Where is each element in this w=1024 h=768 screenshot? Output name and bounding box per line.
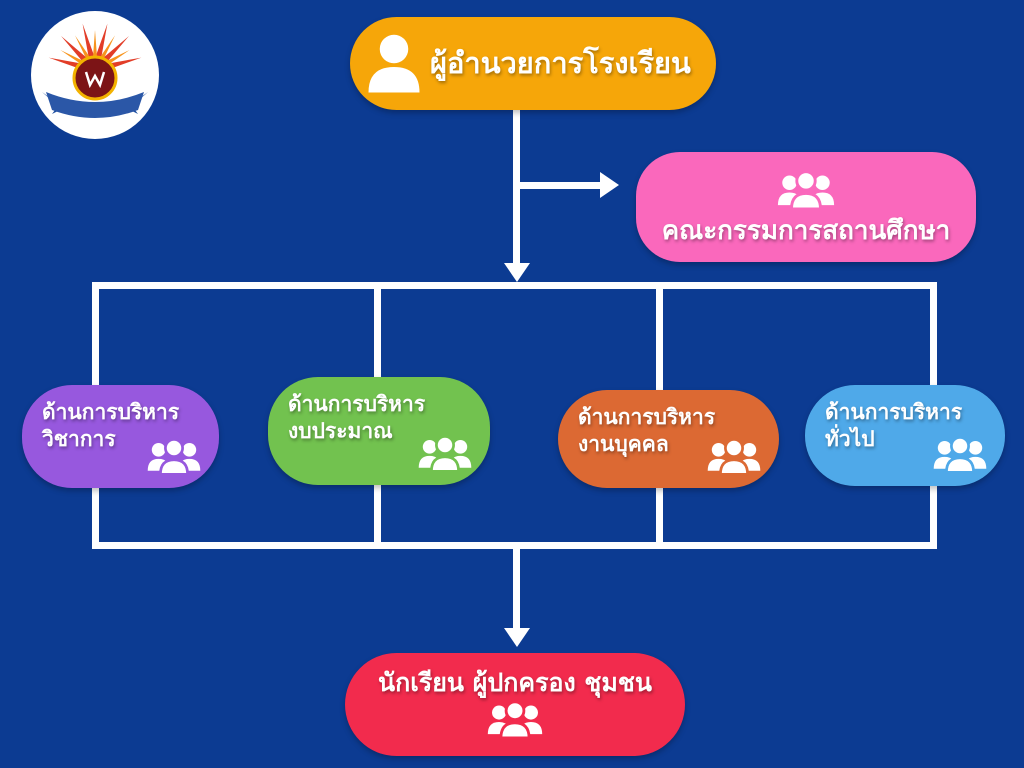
people-group-icon bbox=[418, 435, 472, 473]
people-group-icon bbox=[707, 438, 761, 476]
board-label: คณะกรรมการสถานศึกษา bbox=[661, 215, 951, 246]
director-node: ผู้อำนวยการโรงเรียน bbox=[350, 17, 716, 110]
board-node: คณะกรรมการสถานศึกษา bbox=[636, 152, 976, 262]
dept-general-node: ด้านการบริหาร ทั่วไป bbox=[805, 385, 1005, 486]
dept-academic-node: ด้านการบริหาร วิชาการ bbox=[22, 385, 219, 488]
people-group-icon bbox=[777, 169, 835, 210]
connector-branch-board bbox=[513, 182, 601, 189]
arrowhead-down-top-icon bbox=[504, 263, 530, 282]
person-icon bbox=[368, 34, 420, 92]
dept-general-label-line2: ทั่วไป bbox=[825, 427, 875, 452]
dept-budget-node: ด้านการบริหาร งบประมาณ bbox=[268, 377, 490, 485]
director-label: ผู้อำนวยการโรงเรียน bbox=[430, 45, 691, 80]
connector-community-down bbox=[513, 549, 520, 629]
community-node: นักเรียน ผู้ปกครอง ชุมชน bbox=[345, 653, 685, 756]
dept-general-label-line1: ด้านการบริหาร bbox=[825, 400, 963, 424]
dept-academic-label-line2: วิชาการ bbox=[42, 427, 116, 452]
dept-academic-label-line1: ด้านการบริหาร bbox=[42, 400, 180, 424]
arrowhead-right-board-icon bbox=[600, 172, 619, 198]
connector-bracket-top bbox=[92, 282, 937, 289]
arrowhead-down-community-icon bbox=[504, 628, 530, 647]
people-group-icon bbox=[933, 436, 987, 474]
people-group-icon bbox=[147, 438, 201, 476]
dept-budget-label-line1: ด้านการบริหาร bbox=[288, 392, 426, 416]
dept-personnel-label-line2: งานบุคคล bbox=[578, 432, 669, 457]
community-label: นักเรียน ผู้ปกครอง ชุมชน bbox=[378, 668, 652, 698]
connector-bracket-bottom bbox=[92, 542, 937, 549]
dept-budget-label-line2: งบประมาณ bbox=[288, 419, 393, 444]
school-logo bbox=[31, 11, 159, 139]
dept-personnel-label-line1: ด้านการบริหาร bbox=[578, 405, 716, 429]
people-group-icon bbox=[487, 700, 543, 740]
dept-personnel-node: ด้านการบริหาร งานบุคคล bbox=[558, 390, 779, 488]
